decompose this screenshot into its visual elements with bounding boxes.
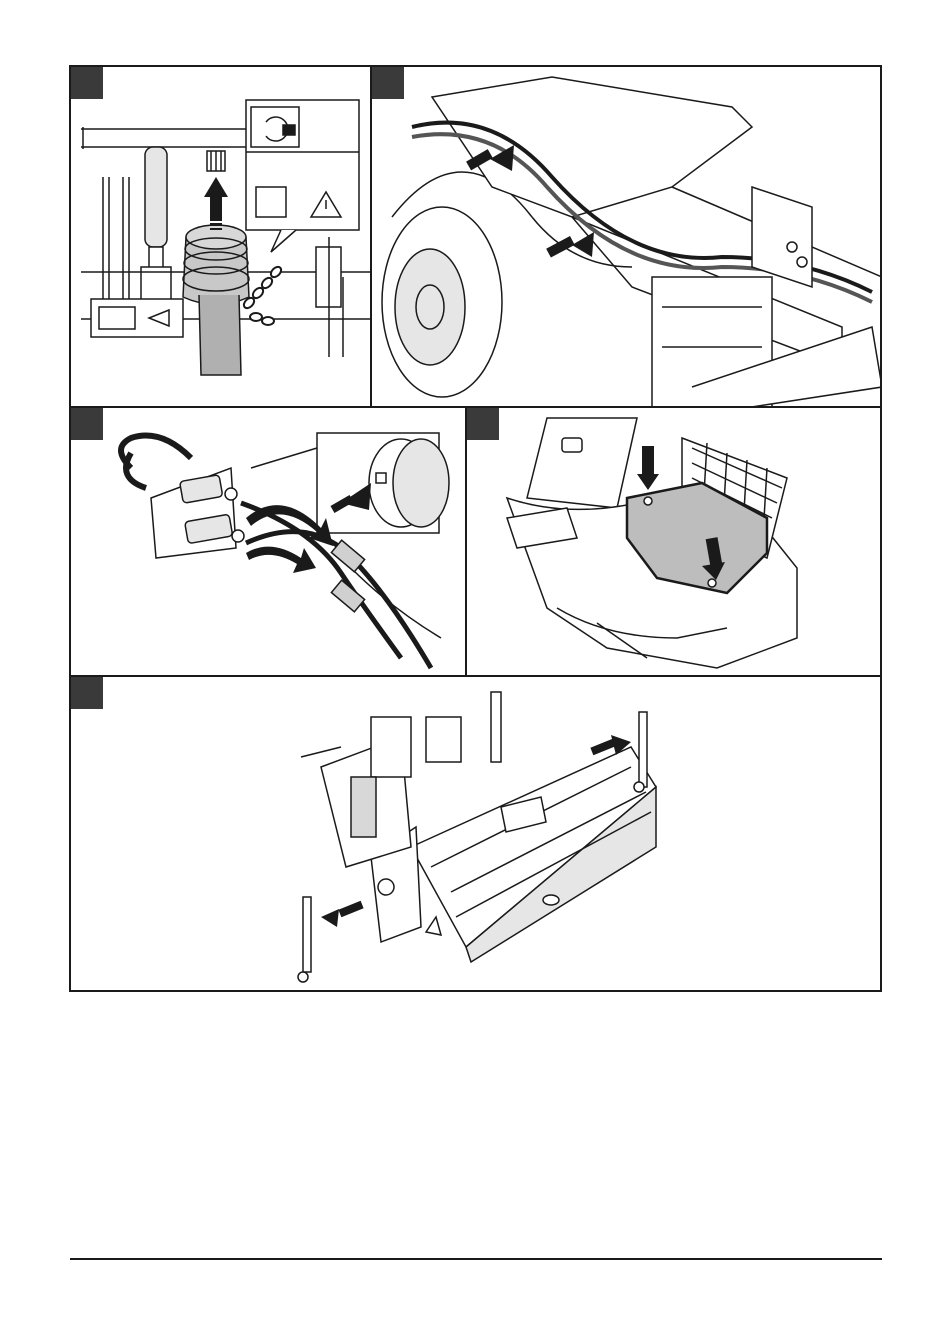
figure-panel-3 bbox=[69, 406, 467, 677]
pto-shaft-illustration bbox=[71, 67, 372, 408]
floor-plate-illustration bbox=[467, 408, 882, 677]
quick-coupling-illustration bbox=[71, 408, 467, 677]
figure-panel-1 bbox=[69, 65, 372, 408]
figure-panel-2 bbox=[370, 65, 882, 408]
implement-parking-illustration bbox=[71, 677, 882, 992]
hose-routing-illustration bbox=[372, 67, 882, 408]
figure-panel-4 bbox=[465, 406, 882, 677]
figure-panel-5 bbox=[69, 675, 882, 992]
footer-rule bbox=[70, 1258, 882, 1260]
